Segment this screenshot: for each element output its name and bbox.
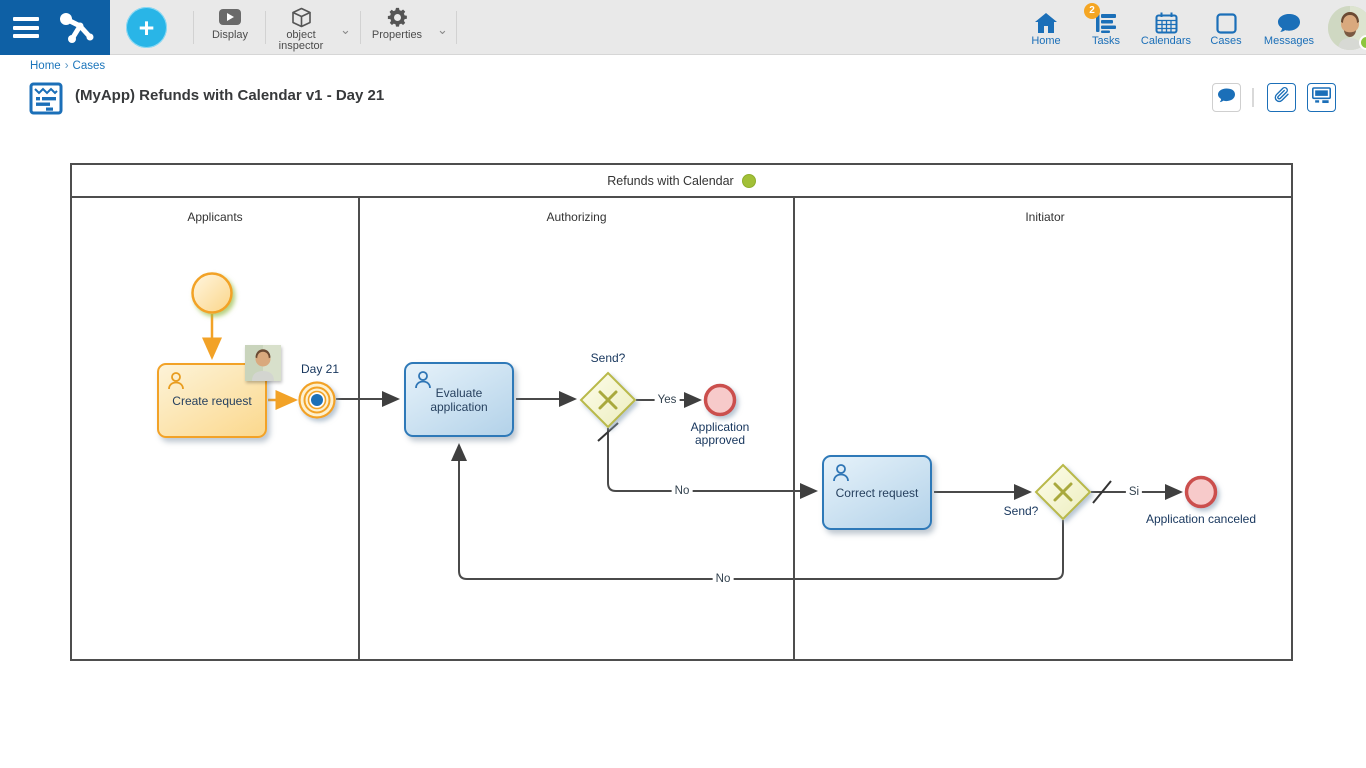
toolbar-divider bbox=[360, 11, 361, 44]
gateway-x-icon bbox=[598, 390, 618, 410]
end-approved-label: Application approved bbox=[690, 420, 750, 447]
toolbar-properties-button[interactable]: Properties bbox=[366, 6, 428, 52]
gateway1-label: Send? bbox=[590, 351, 626, 365]
user-avatar[interactable] bbox=[1328, 5, 1366, 50]
object-inspector-cube-icon bbox=[291, 6, 312, 28]
chevron-down-icon[interactable]: ⌄ bbox=[437, 22, 448, 37]
flow-label-no2: No bbox=[712, 573, 734, 585]
toolbar-divider bbox=[456, 11, 457, 44]
nav-calendars[interactable]: Calendars bbox=[1136, 8, 1196, 47]
hamburger-menu-icon[interactable] bbox=[13, 17, 39, 38]
user-task-icon bbox=[166, 371, 186, 394]
chevron-down-icon[interactable]: ⌄ bbox=[340, 22, 351, 37]
gateway-send-1[interactable] bbox=[579, 371, 637, 429]
assignee-avatar bbox=[245, 345, 281, 381]
lane-authorizing: Authorizing bbox=[360, 198, 795, 659]
tasks-badge: 2 bbox=[1084, 3, 1100, 19]
end-event-approved[interactable] bbox=[703, 383, 737, 417]
home-icon bbox=[1034, 8, 1058, 34]
lane-applicants-label: Applicants bbox=[187, 210, 243, 224]
top-toolbar: + Display object inspector ⌄ bbox=[0, 0, 1366, 55]
default-flow-slash-gateway1 bbox=[597, 422, 619, 442]
nav-tasks-label: Tasks bbox=[1091, 35, 1121, 47]
toolbar-divider bbox=[265, 11, 266, 44]
flow-gateway1-no[interactable] bbox=[607, 428, 818, 499]
start-event[interactable] bbox=[191, 272, 233, 314]
breadcrumb: Home›Cases bbox=[30, 60, 105, 72]
timer-day-label: Day 21 bbox=[300, 362, 340, 376]
task-label: Create request bbox=[172, 393, 252, 408]
paperclip-icon bbox=[1273, 86, 1291, 109]
nav-messages-label: Messages bbox=[1263, 35, 1315, 47]
top-navigation: Home 2 Tasks Calendars bbox=[1016, 0, 1366, 55]
flow-label-yes: Yes bbox=[654, 394, 680, 406]
comments-button[interactable] bbox=[1212, 83, 1241, 112]
nav-cases[interactable]: Cases bbox=[1196, 8, 1256, 47]
object-inspector-label: object inspector bbox=[278, 29, 324, 52]
process-status-dot bbox=[741, 173, 756, 188]
end-canceled-label: Application canceled bbox=[1145, 512, 1257, 526]
lane-authorizing-label: Authorizing bbox=[546, 210, 607, 224]
flow-label-no1: No bbox=[671, 485, 693, 497]
lane-applicants: Applicants bbox=[72, 198, 360, 659]
breadcrumb-cases-link[interactable]: Cases bbox=[72, 60, 106, 72]
task-label: Correct request bbox=[835, 485, 919, 500]
cases-icon bbox=[1215, 8, 1237, 34]
gateway-x-icon bbox=[1053, 482, 1073, 502]
page-title: (MyApp) Refunds with Calendar v1 - Day 2… bbox=[75, 87, 385, 104]
breadcrumb-home-link[interactable]: Home bbox=[30, 60, 61, 72]
lane-initiator-label: Initiator bbox=[1025, 210, 1065, 224]
app-logo-icon[interactable] bbox=[52, 8, 98, 53]
gateway-send-2[interactable] bbox=[1034, 463, 1092, 521]
user-task-icon bbox=[413, 370, 433, 393]
toolbar-object-inspector-button[interactable]: object inspector bbox=[270, 6, 332, 52]
timer-token-marker[interactable] bbox=[298, 381, 336, 419]
toolbar-display-button[interactable]: Display bbox=[199, 6, 261, 52]
case-document-icon bbox=[28, 80, 64, 121]
end-event-canceled[interactable] bbox=[1184, 475, 1218, 509]
comment-bubble-icon bbox=[1217, 87, 1236, 109]
display-label: Display bbox=[211, 29, 249, 41]
monitor-icon bbox=[1312, 86, 1331, 109]
gear-icon bbox=[387, 6, 408, 28]
flow-label-si: Si bbox=[1125, 486, 1143, 498]
add-case-button[interactable]: + bbox=[126, 7, 167, 48]
nav-home[interactable]: Home bbox=[1016, 8, 1076, 47]
gateway2-label: Send? bbox=[1003, 504, 1039, 518]
brand-block bbox=[0, 0, 110, 55]
properties-label: Properties bbox=[371, 29, 423, 41]
task-label: Evaluate application bbox=[430, 385, 488, 414]
nav-messages[interactable]: Messages bbox=[1256, 8, 1322, 47]
user-task-icon bbox=[831, 463, 851, 486]
actions-divider bbox=[1252, 88, 1254, 107]
toolbar-divider bbox=[193, 11, 194, 44]
pool-title: Refunds with Calendar bbox=[607, 173, 734, 188]
default-flow-slash-gateway2 bbox=[1092, 480, 1112, 504]
nav-home-label: Home bbox=[1031, 35, 1061, 47]
task-evaluate-application[interactable]: Evaluate application bbox=[404, 362, 514, 437]
nav-cases-label: Cases bbox=[1210, 35, 1242, 47]
attachments-button[interactable] bbox=[1267, 83, 1296, 112]
messages-icon bbox=[1277, 8, 1301, 34]
tasks-icon bbox=[1094, 8, 1118, 34]
breadcrumb-separator: › bbox=[64, 60, 69, 72]
display-icon bbox=[218, 6, 242, 28]
lane-initiator: Initiator bbox=[795, 198, 1295, 659]
flow-gateway2-no-loop[interactable] bbox=[451, 443, 1064, 580]
bpmn-process-canvas[interactable]: Refunds with Calendar Applicants Authori… bbox=[70, 163, 1293, 661]
calendar-icon bbox=[1155, 8, 1178, 34]
task-correct-request[interactable]: Correct request bbox=[822, 455, 932, 530]
nav-calendars-label: Calendars bbox=[1140, 35, 1192, 47]
presence-status-dot bbox=[1359, 34, 1366, 50]
flow-connectors-layer bbox=[191, 272, 1218, 580]
nav-tasks[interactable]: 2 Tasks bbox=[1076, 3, 1136, 47]
screen-view-button[interactable] bbox=[1307, 83, 1336, 112]
pool-header: Refunds with Calendar bbox=[72, 165, 1291, 198]
